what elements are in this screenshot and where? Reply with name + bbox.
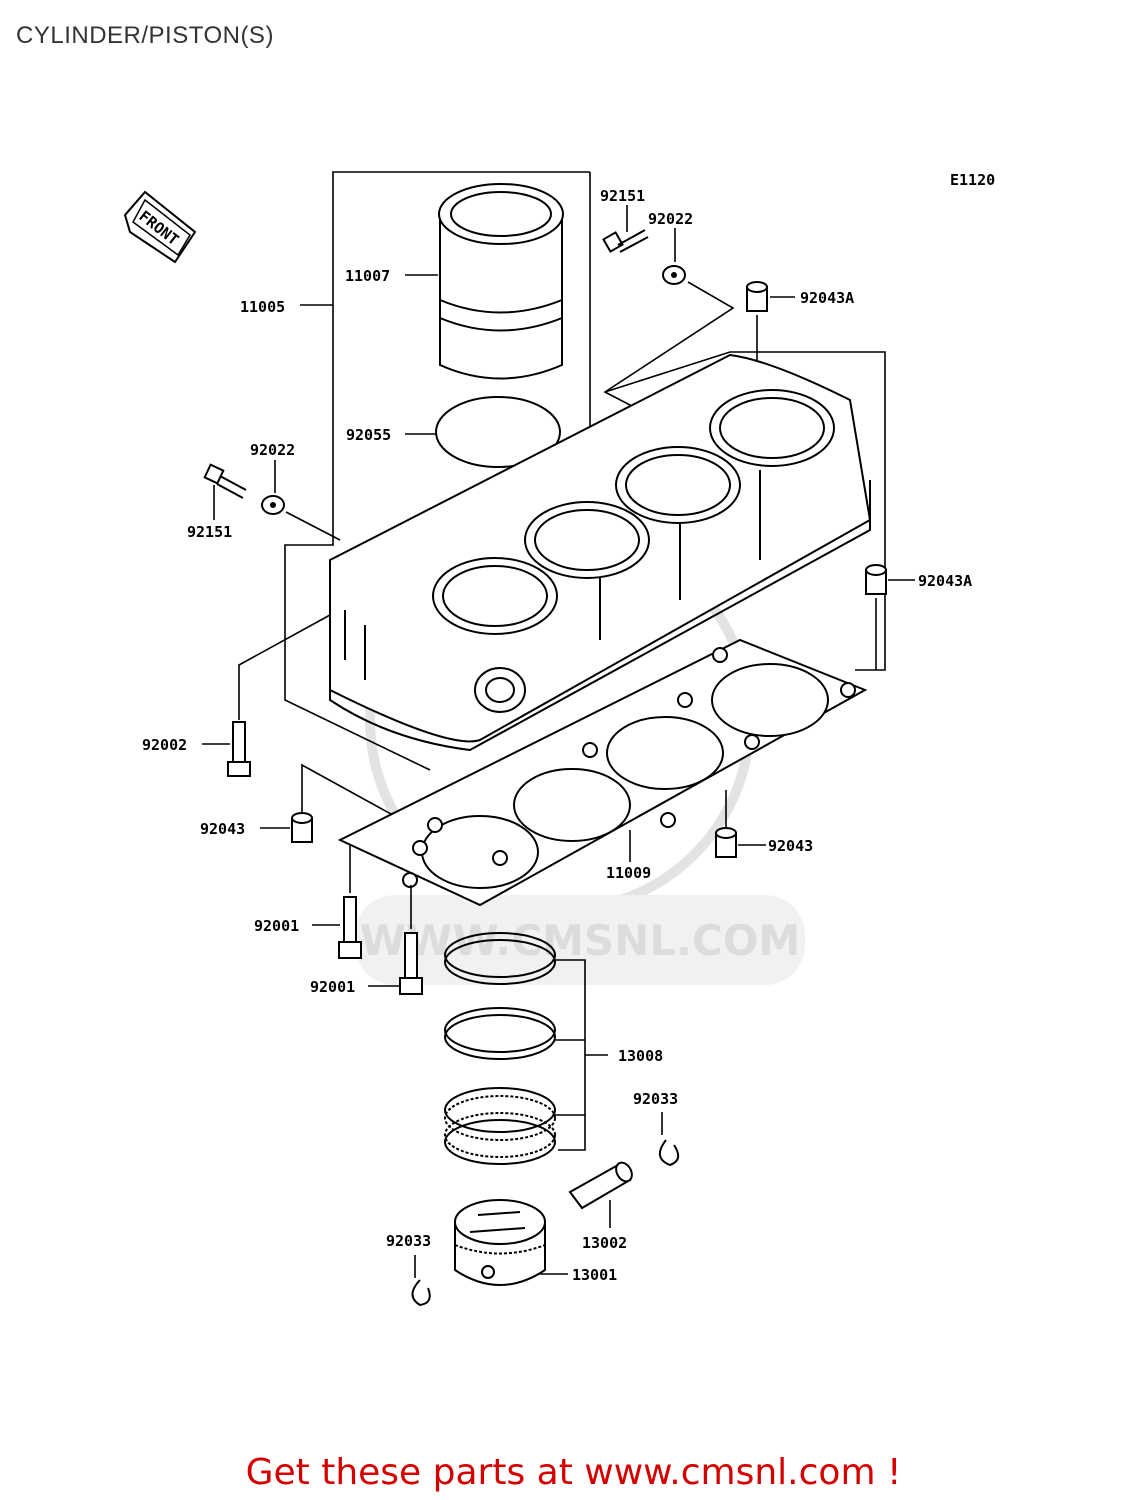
front-arrow-icon: FRONT — [123, 190, 197, 264]
circlip-left — [411, 1279, 431, 1307]
label-92151-top[interactable]: 92151 — [600, 187, 645, 205]
label-92022-top[interactable]: 92022 — [648, 210, 693, 228]
label-11009[interactable]: 11009 — [606, 864, 651, 882]
cylinder-sleeve — [438, 183, 564, 380]
label-92055[interactable]: 92055 — [346, 426, 391, 444]
diagram-code: E1120 — [950, 171, 995, 189]
circlip-right — [659, 1139, 680, 1167]
leader-lines — [202, 205, 915, 987]
call-to-action-link[interactable]: Get these parts at www.cmsnl.com ! — [245, 1452, 902, 1493]
cylinder-block — [329, 353, 872, 752]
label-92022-left[interactable]: 92022 — [250, 441, 295, 459]
oil-ring-set — [444, 1087, 556, 1165]
bolt-92002 — [227, 721, 251, 777]
watermark-text: WWW.CMSNL.COM — [360, 916, 801, 965]
piston-ring-second — [444, 1007, 556, 1060]
dowel-pin-top — [746, 281, 768, 312]
dowel-pin-right-lower — [715, 827, 737, 858]
piston-ring-top — [444, 932, 556, 985]
label-92033-left[interactable]: 92033 — [386, 1232, 431, 1250]
label-92151-left[interactable]: 92151 — [187, 523, 232, 541]
dowel-pin-left — [291, 812, 313, 843]
washer-left — [261, 495, 285, 515]
label-13002[interactable]: 13002 — [582, 1234, 627, 1252]
label-92043-right[interactable]: 92043 — [768, 837, 813, 855]
label-92043-left[interactable]: 92043 — [200, 820, 245, 838]
watermark: WWW.CMSNL.COM — [355, 525, 805, 985]
washer-top — [662, 265, 686, 285]
bolt-92001-a — [338, 896, 362, 959]
label-11005[interactable]: 11005 — [240, 298, 285, 316]
page-title: CYLINDER/PISTON(S) — [16, 22, 274, 49]
bolt-top — [602, 229, 649, 253]
label-13001[interactable]: 13001 — [572, 1266, 617, 1284]
bolt-left — [203, 463, 247, 499]
part-number-labels: 11005 11007 92055 92151 92022 92043A 920… — [142, 187, 972, 1284]
o-ring — [435, 396, 561, 468]
label-92001-a[interactable]: 92001 — [254, 917, 299, 935]
head-gasket — [337, 638, 868, 907]
label-13008[interactable]: 13008 — [618, 1047, 663, 1065]
piston-pin — [568, 1161, 633, 1210]
label-92043a-right[interactable]: 92043A — [918, 572, 972, 590]
dowel-pin-right — [865, 564, 887, 595]
assembly-bracket-11005 — [284, 171, 591, 771]
label-92043a-top[interactable]: 92043A — [800, 289, 854, 307]
label-92002[interactable]: 92002 — [142, 736, 187, 754]
bolt-92001-b — [399, 932, 423, 995]
label-11007[interactable]: 11007 — [345, 267, 390, 285]
piston — [454, 1199, 546, 1286]
label-92033-right[interactable]: 92033 — [633, 1090, 678, 1108]
label-92001-b[interactable]: 92001 — [310, 978, 355, 996]
